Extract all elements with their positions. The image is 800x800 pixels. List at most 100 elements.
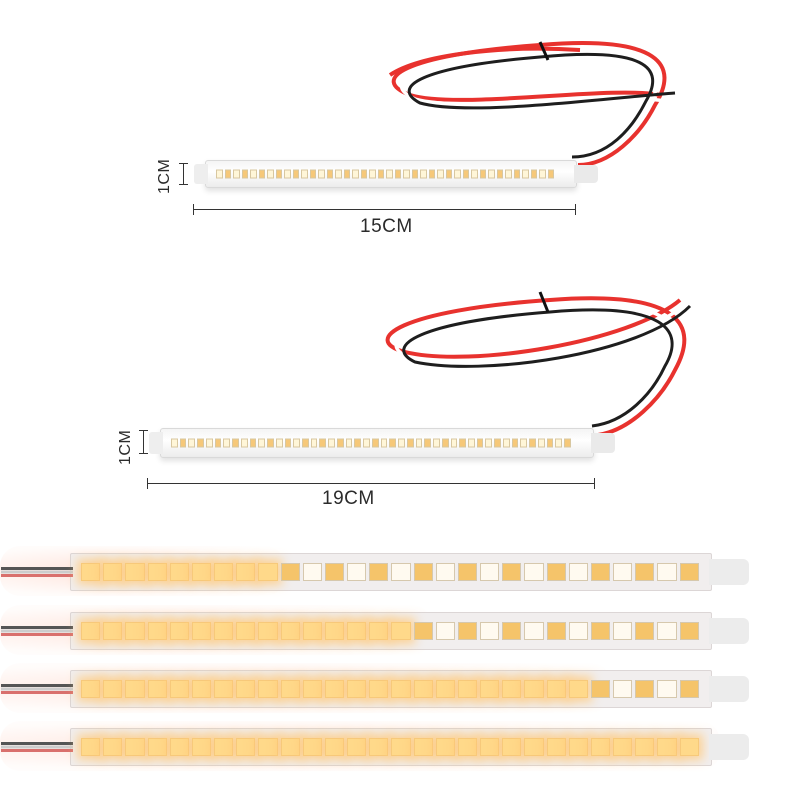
- led-chip: [103, 738, 123, 756]
- led-chip: [81, 738, 101, 756]
- led-chip: [635, 680, 655, 698]
- width-label: 1CM: [156, 158, 173, 194]
- led-chip: [216, 169, 223, 179]
- led-chip: [450, 438, 458, 448]
- led-strip-15cm: [194, 160, 598, 188]
- led-chip: [564, 438, 571, 448]
- led-chip: [502, 680, 522, 698]
- led-chip: [613, 622, 633, 640]
- led-chip: [103, 680, 123, 698]
- led-chip: [363, 438, 370, 448]
- led-chip: [214, 563, 234, 581]
- led-row: [216, 169, 554, 179]
- led-chip: [480, 738, 500, 756]
- led-chip: [457, 622, 478, 640]
- led-chip: [391, 563, 411, 581]
- led-chip: [275, 438, 283, 448]
- led-chip: [494, 438, 501, 448]
- led-chip: [275, 169, 282, 179]
- led-chip: [537, 438, 545, 448]
- led-chip: [406, 438, 414, 448]
- led-row: [81, 563, 699, 581]
- led-chip: [435, 563, 455, 581]
- width-dimension-line: [139, 430, 148, 454]
- led-chip: [529, 438, 536, 448]
- led-chip: [568, 680, 588, 698]
- led-chip: [347, 738, 367, 756]
- led-chip: [280, 622, 300, 640]
- led-chip: [590, 563, 611, 581]
- led-chip: [191, 563, 212, 581]
- led-chip: [496, 169, 503, 179]
- led-chip: [369, 738, 389, 756]
- led-chip: [386, 169, 393, 179]
- led-chip: [679, 622, 699, 640]
- led-chip: [457, 563, 478, 581]
- led-chip: [369, 169, 376, 179]
- led-chip: [411, 169, 418, 179]
- led-chip: [258, 169, 265, 179]
- led-chip: [480, 622, 500, 640]
- led-chip: [502, 563, 522, 581]
- led-chip: [284, 438, 292, 448]
- led-chip: [424, 438, 432, 448]
- led-chip: [502, 438, 510, 448]
- led-chip: [223, 438, 231, 448]
- led-chip: [511, 438, 519, 448]
- led-chip: [547, 169, 554, 179]
- lit-led-strip: [1, 612, 749, 650]
- led-chip: [147, 563, 167, 581]
- led-chip: [258, 680, 278, 698]
- led-chip: [413, 563, 433, 581]
- wire-bundle-icon: [385, 291, 692, 437]
- led-chip: [258, 563, 278, 581]
- led-row: [81, 622, 699, 640]
- led-chip: [679, 680, 699, 698]
- led-chip: [369, 563, 389, 581]
- led-chip: [147, 680, 167, 698]
- led-strip-19cm: [149, 428, 615, 458]
- led-chip: [103, 563, 123, 581]
- led-chip: [345, 438, 353, 448]
- led-chip: [635, 738, 655, 756]
- led-chip: [81, 563, 101, 581]
- led-chip: [267, 169, 274, 179]
- led-chip: [433, 438, 440, 448]
- led-chip: [524, 680, 544, 698]
- led-chip: [613, 738, 633, 756]
- led-chip: [147, 738, 167, 756]
- led-chip: [480, 680, 500, 698]
- led-chip: [467, 438, 475, 448]
- led-chip: [284, 169, 291, 179]
- led-chip: [302, 438, 309, 448]
- led-chip: [479, 169, 486, 179]
- led-chip: [236, 622, 256, 640]
- led-chip: [224, 169, 231, 179]
- led-chip: [568, 738, 588, 756]
- led-chip: [81, 680, 101, 698]
- led-chip: [179, 438, 187, 448]
- strip-connector: [574, 165, 598, 183]
- led-chip: [293, 438, 301, 448]
- wire-leads-icon: [1, 626, 73, 636]
- led-chip: [280, 738, 300, 756]
- led-chip: [524, 738, 544, 756]
- led-chip: [546, 680, 566, 698]
- led-chip: [214, 680, 234, 698]
- led-chip: [214, 438, 222, 448]
- led-chip: [309, 169, 316, 179]
- lit-led-strip: [1, 728, 749, 766]
- led-chip: [457, 738, 478, 756]
- led-chip: [590, 738, 611, 756]
- led-chip: [236, 563, 256, 581]
- led-chip: [347, 622, 367, 640]
- led-chip: [191, 622, 212, 640]
- led-chip: [347, 680, 367, 698]
- strip-end-cap: [709, 734, 749, 760]
- led-chip: [214, 622, 234, 640]
- led-chip: [462, 169, 469, 179]
- led-chip: [326, 169, 333, 179]
- led-chip: [524, 563, 544, 581]
- led-chip: [555, 438, 563, 448]
- led-chip: [125, 738, 145, 756]
